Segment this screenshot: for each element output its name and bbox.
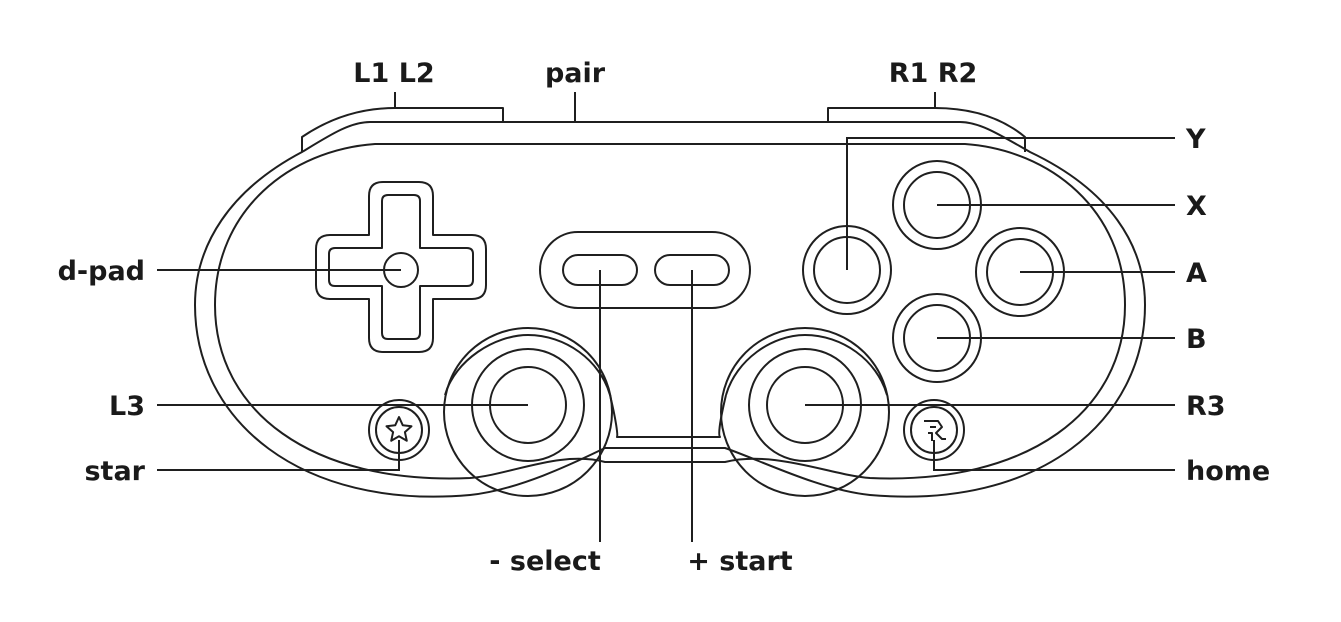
label-x: X — [1186, 191, 1207, 222]
right-joystick[interactable] — [720, 327, 890, 497]
home-logo-icon — [924, 420, 946, 441]
label-start: + start — [687, 546, 793, 577]
label-select: - select — [489, 546, 601, 577]
right-shoulder-button[interactable] — [827, 107, 1026, 152]
dpad[interactable] — [315, 181, 487, 353]
controller-body — [194, 121, 1146, 498]
label-b: B — [1186, 324, 1207, 355]
center-button-housing — [539, 231, 751, 309]
label-pair: pair — [545, 58, 606, 89]
label-l3: L3 — [109, 391, 145, 422]
star-icon — [385, 416, 413, 442]
label-star: star — [84, 456, 145, 487]
leader-lines — [157, 92, 1175, 542]
label-r3: R3 — [1186, 391, 1226, 422]
label-dpad: d-pad — [58, 256, 145, 287]
label-y: Y — [1185, 124, 1206, 155]
label-r1-r2: R1 R2 — [889, 58, 978, 89]
left-shoulder-button[interactable] — [301, 107, 504, 152]
left-joystick[interactable] — [443, 327, 727, 497]
label-a: A — [1186, 258, 1207, 289]
label-home: home — [1186, 456, 1270, 487]
label-l1-l2: L1 L2 — [353, 58, 434, 89]
